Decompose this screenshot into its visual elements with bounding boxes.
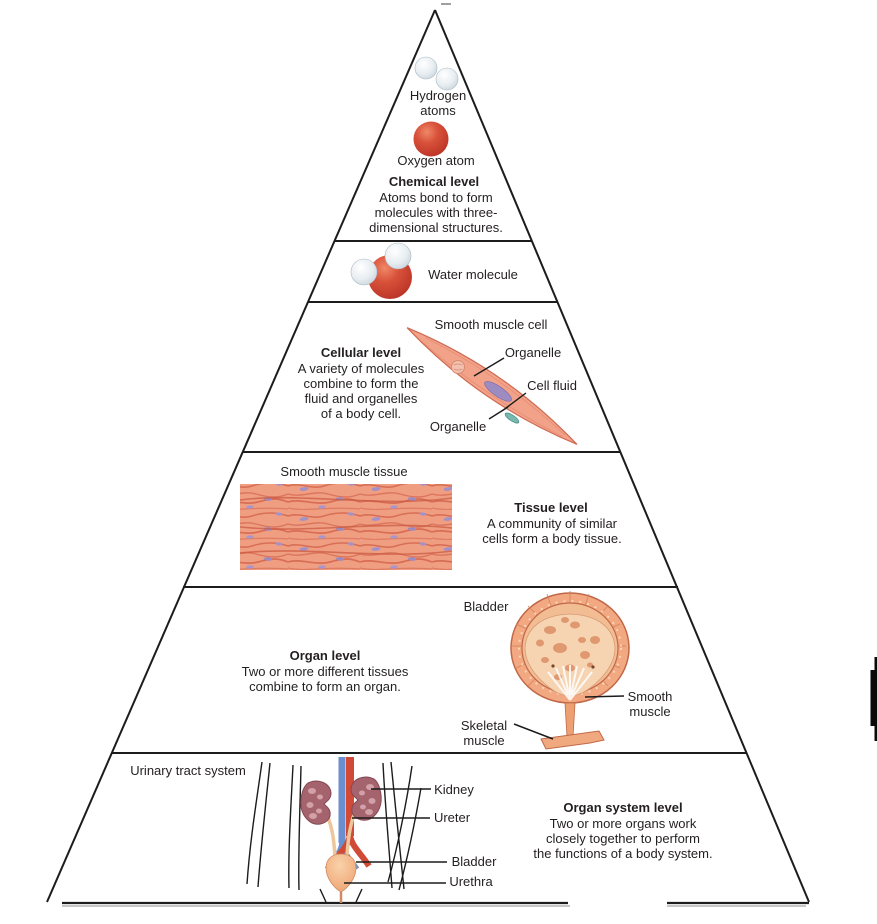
pyramid-outline xyxy=(46,9,810,907)
chemical-level-heading: Chemical level xyxy=(388,174,480,189)
bladder-system-label: Bladder xyxy=(451,854,497,869)
ureter-label: Ureter xyxy=(433,810,471,825)
tissue-level-heading: Tissue level xyxy=(514,500,588,515)
water-molecule-label: Water molecule xyxy=(428,267,518,282)
skeletal-muscle-band xyxy=(540,730,605,750)
urethra-label: Urethra xyxy=(449,874,493,889)
torso-contour-lines xyxy=(246,761,422,903)
bladder-organ-label: Bladder xyxy=(463,599,509,614)
chemical-level-description: Atoms bond to form molecules with three-… xyxy=(369,190,503,235)
hydrogen-atoms-label: Hydrogen atoms xyxy=(409,88,467,118)
system-bladder xyxy=(325,853,357,893)
hydrogen-atoms-illustration xyxy=(414,56,459,91)
bladder-neck xyxy=(564,702,576,738)
oxygen-atom-illustration xyxy=(413,121,449,157)
organ-system-level-heading: Organ system level xyxy=(563,800,683,815)
cellular-level-description: A variety of molecules combine to form t… xyxy=(297,361,425,421)
cellular-level-heading: Cellular level xyxy=(320,345,402,360)
urinary-tract-illustration xyxy=(246,757,447,903)
tissue-level-description: A community of similar cells form a body… xyxy=(482,516,622,546)
organ-level-heading: Organ level xyxy=(289,648,361,663)
smooth-muscle-tissue-label: Smooth muscle tissue xyxy=(280,464,408,479)
screenshot-artifact-bar xyxy=(870,657,877,741)
organelle-top-label: Organelle xyxy=(504,345,562,360)
bladder-mucosa-spots xyxy=(536,617,600,680)
smooth-muscle-cell-label: Smooth muscle cell xyxy=(434,317,548,332)
smooth-muscle-label: Smooth muscle xyxy=(627,689,673,719)
organelle-bottom-label: Organelle xyxy=(429,419,487,434)
oxygen-atom-label: Oxygen atom xyxy=(397,153,475,168)
water-molecule-illustration xyxy=(350,242,412,299)
cell-fluid-label: Cell fluid xyxy=(527,378,577,393)
organ-system-level-description: Two or more organs work closely together… xyxy=(533,816,713,861)
bladder-organ-illustration xyxy=(510,591,630,750)
organ-level-description: Two or more different tissues combine to… xyxy=(241,664,409,694)
system-leader-lines xyxy=(344,788,447,884)
kidney-label: Kidney xyxy=(434,782,474,797)
skeletal-muscle-label: Skeletal muscle xyxy=(460,718,508,748)
smooth-muscle-tissue-illustration xyxy=(239,484,453,570)
smooth-muscle-cell-illustration xyxy=(406,327,578,445)
kidneys xyxy=(300,776,382,825)
urinary-tract-system-label: Urinary tract system xyxy=(130,763,246,778)
